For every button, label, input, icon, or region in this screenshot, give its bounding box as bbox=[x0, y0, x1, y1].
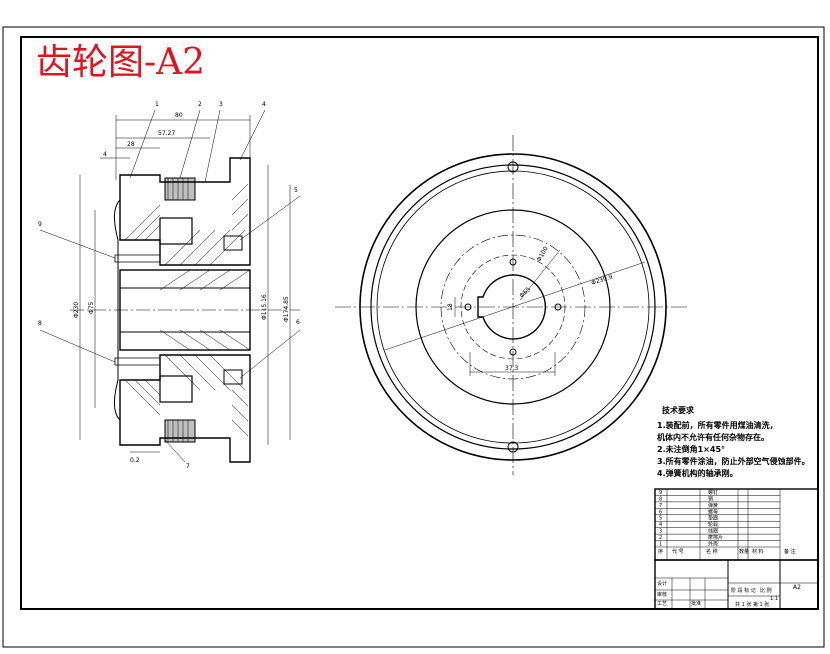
dim-left-offset: 4 bbox=[103, 151, 107, 158]
end-view bbox=[335, 135, 690, 475]
dim-left-big: Φ230 bbox=[73, 302, 80, 318]
bom-header-note: 备 注 bbox=[784, 548, 796, 555]
dimension-texts: 80 57.27 28 4 Φ230 Φ75 Φ115.16 Φ174.85 0… bbox=[73, 112, 290, 464]
bom-row-number: 2 bbox=[659, 535, 662, 541]
tech-note-line: 2.未注倒角1×45° bbox=[657, 444, 725, 454]
drawing-title: 齿轮图-A2 bbox=[36, 42, 205, 83]
dim-top-mid: 57.27 bbox=[158, 130, 175, 137]
outer-border bbox=[2, 26, 825, 648]
dim-right-b: Φ174.85 bbox=[283, 296, 290, 322]
bom-row-number: 9 bbox=[659, 490, 662, 496]
part-label-5: 5 bbox=[294, 187, 298, 194]
bom-row-number: 5 bbox=[659, 516, 662, 522]
bom-row-name: 销 bbox=[708, 495, 713, 502]
part-label-4: 4 bbox=[262, 101, 266, 108]
bom-row-name: 轮毂 bbox=[708, 521, 718, 528]
approve-label: 批准 bbox=[691, 600, 701, 607]
design-label: 设计 bbox=[657, 580, 667, 587]
tech-note-line: 4.弹簧机构的轴承刚。 bbox=[657, 468, 738, 478]
bom-row-name: 线圈 bbox=[708, 528, 718, 535]
stage-label: 阶 段 标 记 bbox=[731, 587, 756, 594]
tech-notes-heading: 技术要求 bbox=[662, 405, 695, 415]
bom-header-no: 序 bbox=[658, 548, 663, 555]
bom-row-number: 1 bbox=[659, 542, 662, 548]
dim-top-overall: 80 bbox=[175, 112, 183, 119]
end-view-dimension-texts: Φ100 Φ230.9 Φ65 37.3 18 bbox=[447, 245, 614, 372]
bom-row-number: 3 bbox=[659, 529, 662, 535]
bom-row-name: 外壳 bbox=[708, 541, 718, 548]
bom-row-number: 7 bbox=[659, 503, 662, 509]
dim-outer-ref: Φ230.9 bbox=[590, 273, 613, 286]
dim-slot-width: 37.3 bbox=[505, 365, 519, 372]
part-label-1: 1 bbox=[155, 101, 159, 108]
tech-note-line: 3.所有零件涂油，防止外部空气侵蚀部件。 bbox=[657, 456, 810, 466]
dim-bore: Φ65 bbox=[518, 286, 532, 300]
dim-bottom-gap: 0.2 bbox=[130, 457, 140, 464]
dim-top-small: 28 bbox=[127, 141, 135, 148]
scale-label: 比 例 bbox=[760, 587, 772, 594]
inner-border bbox=[20, 36, 819, 610]
process-label: 工艺 bbox=[657, 601, 667, 607]
dim-side-small: 18 bbox=[447, 303, 454, 311]
part-label-7: 7 bbox=[186, 463, 190, 470]
part-label-3: 3 bbox=[219, 101, 223, 108]
bom-header-name: 名 称 bbox=[706, 548, 718, 555]
technical-requirements: 技术要求 1.装配前，所有零件用煤油清洗， 机体内不允许有任何杂物存在。 2.未… bbox=[657, 405, 810, 478]
section-view bbox=[70, 157, 300, 463]
part-labels: 1 2 3 4 5 6 7 8 9 bbox=[38, 101, 300, 470]
dim-bolt-circle: Φ100 bbox=[536, 245, 550, 263]
part-label-6: 6 bbox=[296, 319, 300, 326]
title-block-texts: 9 螺钉 8 销 7 弹簧 6 螺母 5 垫圈 4 轮毂 3 线圈 2 摩擦片 1 外壳 序 代 号 名 称 数量… bbox=[657, 489, 801, 608]
tech-note-line: 机体内不允许有任何杂物存在。 bbox=[657, 432, 769, 442]
bom-row-name: 垫圈 bbox=[708, 515, 718, 522]
bom-row-name: 摩擦片 bbox=[708, 534, 723, 541]
bom-row-name: 螺母 bbox=[708, 508, 718, 515]
bom-header-code: 代 号 bbox=[672, 548, 684, 555]
dim-left-small: Φ75 bbox=[88, 301, 95, 314]
bom-row-number: 6 bbox=[659, 509, 662, 515]
scale-value: 1:1 bbox=[770, 596, 778, 602]
bom-header-material: 材 料 bbox=[752, 548, 764, 555]
bom-row-number: 8 bbox=[659, 496, 662, 502]
bom-row-name: 弹簧 bbox=[708, 502, 718, 509]
part-label-8: 8 bbox=[38, 320, 42, 327]
sheet-label: 共 1 张 第 1 张 bbox=[735, 601, 769, 608]
bom-row-number: 4 bbox=[659, 522, 662, 528]
tech-note-line: 1.装配前，所有零件用煤油清洗， bbox=[657, 420, 778, 430]
bom-header-qty: 数量 bbox=[739, 548, 749, 555]
review-label: 审核 bbox=[657, 591, 667, 598]
part-label-9: 9 bbox=[38, 221, 42, 228]
title-block bbox=[654, 488, 819, 610]
dim-right-a: Φ115.16 bbox=[261, 294, 268, 320]
drawing-code: A2 bbox=[793, 584, 801, 591]
section-dimensions bbox=[39, 109, 301, 463]
part-label-2: 2 bbox=[198, 101, 202, 108]
bom-row-name: 螺钉 bbox=[708, 489, 718, 496]
